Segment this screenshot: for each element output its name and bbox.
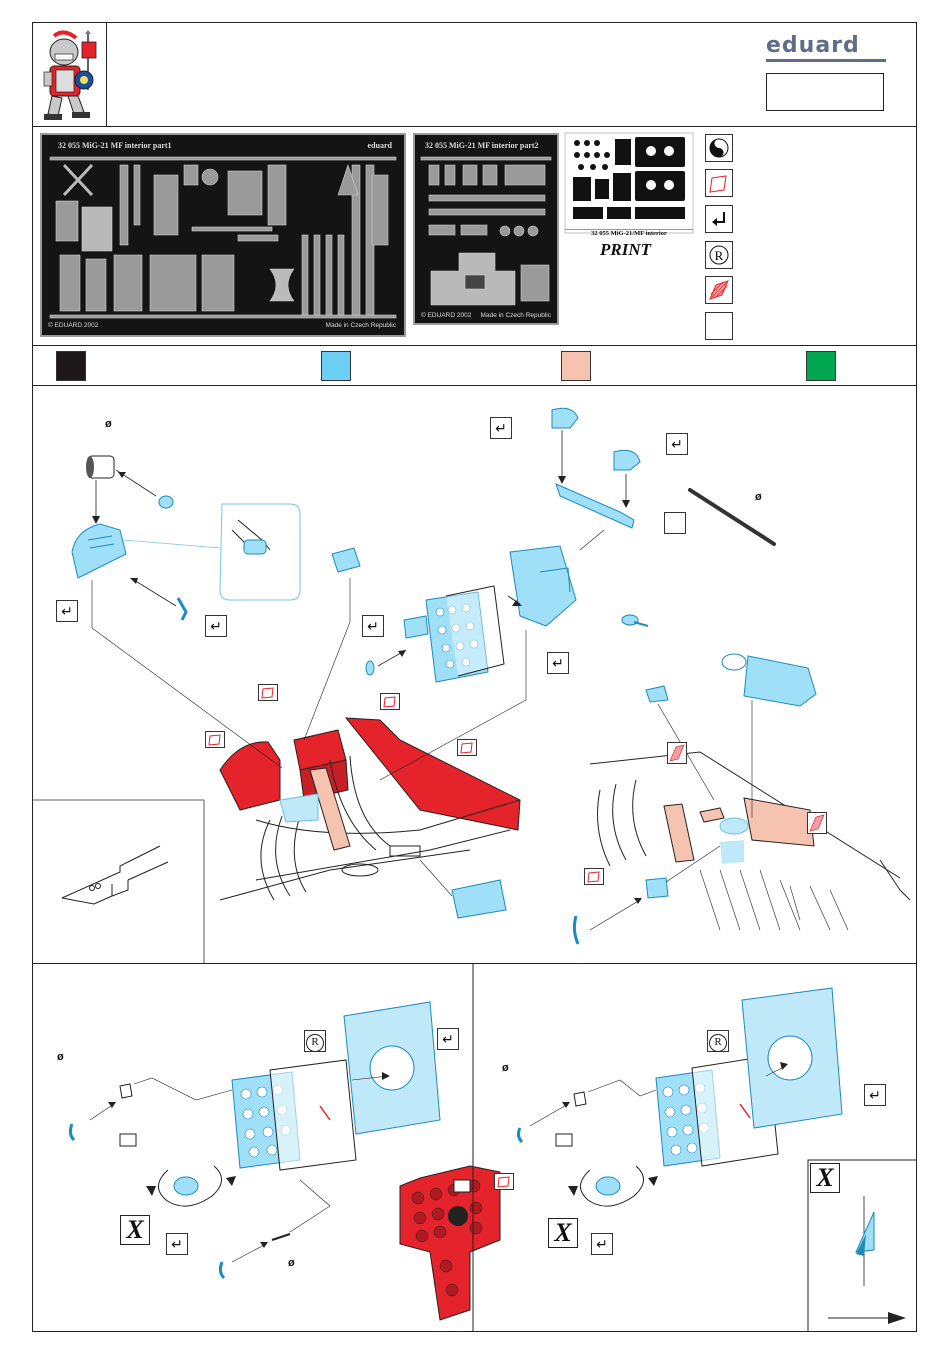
paint-red-marker — [258, 684, 278, 701]
x-marker: X — [548, 1218, 578, 1248]
fold-marker: ↵ — [56, 600, 78, 622]
paint-red-marker — [457, 739, 477, 756]
fold-marker: ↵ — [490, 417, 512, 439]
fold-marker: ↵ — [591, 1233, 613, 1255]
remove-marker: R — [707, 1030, 729, 1052]
paint-red-marker — [494, 1173, 514, 1190]
diameter-symbol: ø — [57, 1051, 64, 1063]
diameter-symbol: ø — [755, 491, 762, 503]
diameter-symbol: ø — [105, 418, 112, 430]
fold-marker: ↵ — [205, 615, 227, 637]
blank-marker — [664, 512, 686, 534]
paint-red-marker — [380, 693, 400, 710]
remove-marker: R — [304, 1030, 326, 1052]
diameter-symbol: ø — [502, 1062, 509, 1074]
fold-marker: ↵ — [864, 1084, 886, 1106]
paint-red-marker — [584, 868, 604, 885]
diameter-symbol: ø — [288, 1257, 295, 1269]
fold-marker: ↵ — [166, 1233, 188, 1255]
fold-marker: ↵ — [437, 1028, 459, 1050]
x-marker: X — [810, 1163, 840, 1193]
x-marker: X — [120, 1215, 150, 1245]
fold-marker: ↵ — [666, 433, 688, 455]
fold-marker: ↵ — [362, 615, 384, 637]
fold-marker: ↵ — [547, 652, 569, 674]
paint-red-marker — [205, 731, 225, 748]
cut-marker — [667, 742, 687, 764]
cut-marker — [807, 812, 827, 834]
